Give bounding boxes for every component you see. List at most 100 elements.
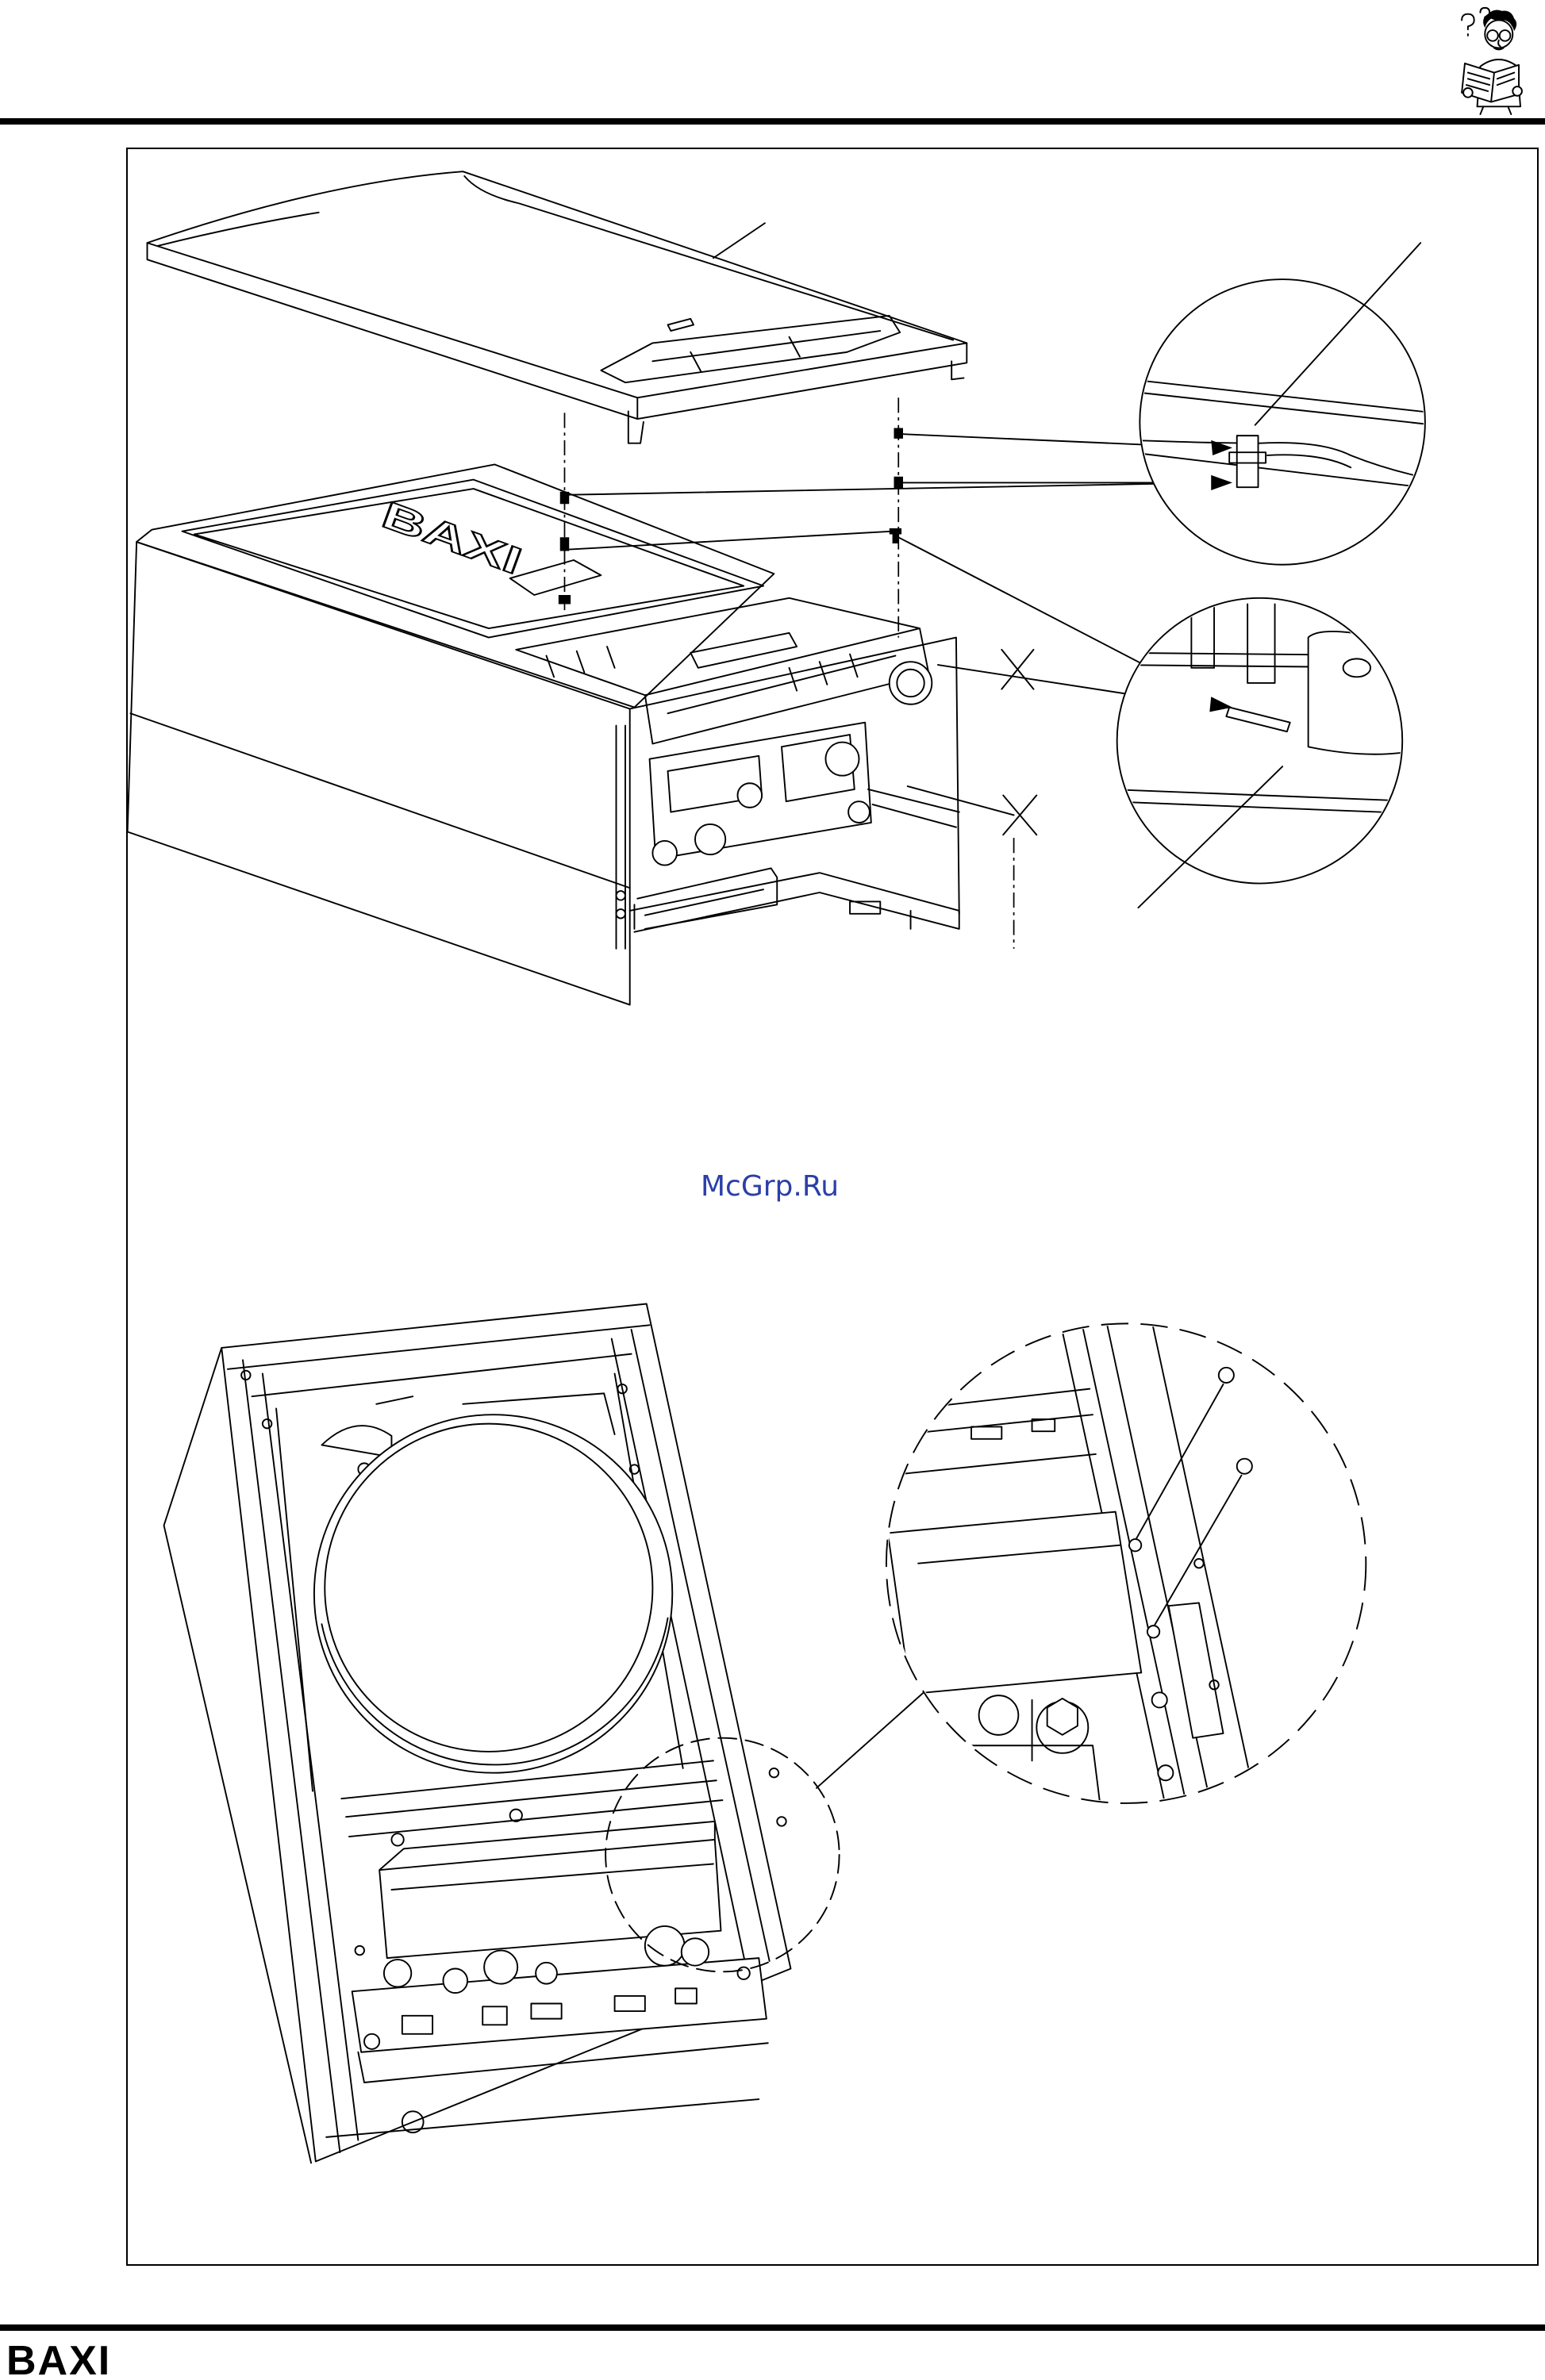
manual-reader-icon-graphic: [1461, 6, 1523, 116]
fixing-screw: [1193, 1557, 1205, 1569]
pipe-fitting: [363, 2033, 381, 2050]
reader-hand-left: [1462, 87, 1474, 98]
fixing-screw: [1128, 1538, 1143, 1553]
pipe-fitting: [401, 2110, 425, 2134]
reader-face: [1493, 34, 1505, 51]
reader-hair: [1483, 10, 1517, 32]
manual-reader-icon: [1449, 5, 1536, 116]
reader-book-lines: [1465, 71, 1516, 92]
heat-exchanger-line: [390, 1863, 714, 1891]
detail-frame-contents: [887, 1325, 1258, 1802]
bypass-pipe: [633, 867, 778, 930]
cover-edge-thickness: [146, 242, 968, 420]
question-marks: [1461, 6, 1491, 36]
bracket-housing: [1307, 630, 1401, 755]
cover-hook-tabs: [627, 360, 965, 444]
header-rule: [0, 118, 1545, 125]
detail-circle-small-dashed: [605, 1737, 840, 1973]
rear-compartment: [275, 1372, 684, 1792]
detail-cover-clip-contents: [1141, 378, 1424, 490]
pipe-fitting: [483, 1949, 519, 1985]
footer-rule: [0, 2324, 1545, 2331]
cover-top-surface: [146, 171, 968, 399]
detail-slots: [970, 1418, 1056, 1440]
bottom-tray: [628, 872, 960, 933]
cover-retaining-clip: [1228, 435, 1267, 489]
watermark: McGrp.Ru: [701, 1170, 840, 1203]
footer-brand-logo: BAXI: [6, 2342, 112, 2380]
pipe-fitting: [736, 782, 763, 808]
cover-rail-lines: [1141, 378, 1424, 490]
pressure-gauge: [888, 661, 933, 705]
pipe-fitting: [824, 741, 860, 777]
detail-box-line: [917, 1544, 1121, 1564]
boiler-top-surface: [136, 463, 775, 708]
pipe-fitting: [644, 1925, 686, 1967]
bracket-screw-hole: [1342, 658, 1372, 678]
control-panel: [515, 597, 930, 745]
detail-heat-exchanger-box: [887, 1511, 1143, 1695]
rail-screw: [617, 1383, 628, 1395]
callout-lines: [568, 433, 1216, 816]
detail-side-strip: [1167, 1602, 1224, 1739]
cover-display-window: [600, 315, 901, 384]
pipe-fitting: [382, 1959, 413, 1988]
pipe-fitting: [535, 1961, 558, 1985]
detail-circle-large-dashed: [885, 1322, 1367, 1804]
fixing-screw: [736, 1966, 751, 1980]
detail-circle-screw-bracket: [1116, 597, 1404, 909]
frame-rails: [226, 1324, 771, 2153]
expansion-vessel-rim: [321, 1617, 669, 1766]
figure-frame: [126, 148, 1539, 2266]
boiler-front-panel: [126, 541, 631, 1006]
front-panel-seam: [129, 712, 631, 889]
top-assembly-view: BAXI: [126, 171, 1426, 1006]
strip-screw: [615, 908, 626, 919]
bottom-open-boiler-view: [163, 1303, 1367, 2164]
fixing-screw: [1157, 1764, 1174, 1782]
reader-hand-right: [1512, 86, 1523, 97]
fixing-screw: [1146, 1625, 1161, 1639]
remove-x-icon: [1002, 794, 1038, 836]
detail-screw-axis-lines: [1134, 1383, 1243, 1628]
boiler-right-side: [628, 636, 960, 915]
panel-openings: [401, 1987, 698, 2035]
fixing-screw: [509, 1808, 523, 1822]
cover-panel: [146, 171, 968, 444]
expansion-vessel-inner: [324, 1422, 654, 1752]
rail-screw: [261, 1418, 273, 1430]
bracket-lines: [1118, 599, 1401, 815]
detail-circle-outline: [1139, 278, 1426, 566]
fixing-screw: [1236, 1457, 1253, 1475]
reader-book: [1461, 62, 1520, 103]
pipe-fitting: [442, 1967, 469, 1994]
cover-leader-line: [712, 222, 766, 259]
cross-bars: [340, 1760, 724, 1838]
reader-legs: [1479, 106, 1512, 116]
bracket-clip: [1225, 706, 1291, 733]
cover-badge: [667, 317, 695, 332]
fixing-screw: [390, 1833, 405, 1847]
boiler-top-cover-plate: [181, 478, 764, 639]
pipe-fitting: [651, 839, 678, 866]
detail-leader-line: [816, 1687, 930, 1789]
pipe-fitting: [680, 1937, 710, 1967]
strip-screw: [615, 890, 626, 901]
fixing-screw: [1217, 1366, 1235, 1384]
expansion-vessel-outer: [313, 1414, 674, 1774]
detail-hex-nut: [1046, 1697, 1078, 1736]
fixing-screw: [354, 1944, 365, 1956]
pipe-fitting: [978, 1695, 1020, 1736]
boiler-body-top-view: BAXI: [126, 463, 960, 1006]
expansion-vessel: [313, 1414, 674, 1774]
fixing-screw: [1151, 1691, 1168, 1709]
boiler-lower-compartment: [325, 1760, 787, 2138]
mounting-bracket: [867, 788, 960, 930]
rail-screw: [240, 1369, 252, 1381]
detail-pipe: [970, 1699, 1101, 1802]
detail-leader-line: [1137, 766, 1284, 909]
pipe-fitting: [847, 800, 871, 823]
cover-design-curve: [156, 175, 955, 341]
